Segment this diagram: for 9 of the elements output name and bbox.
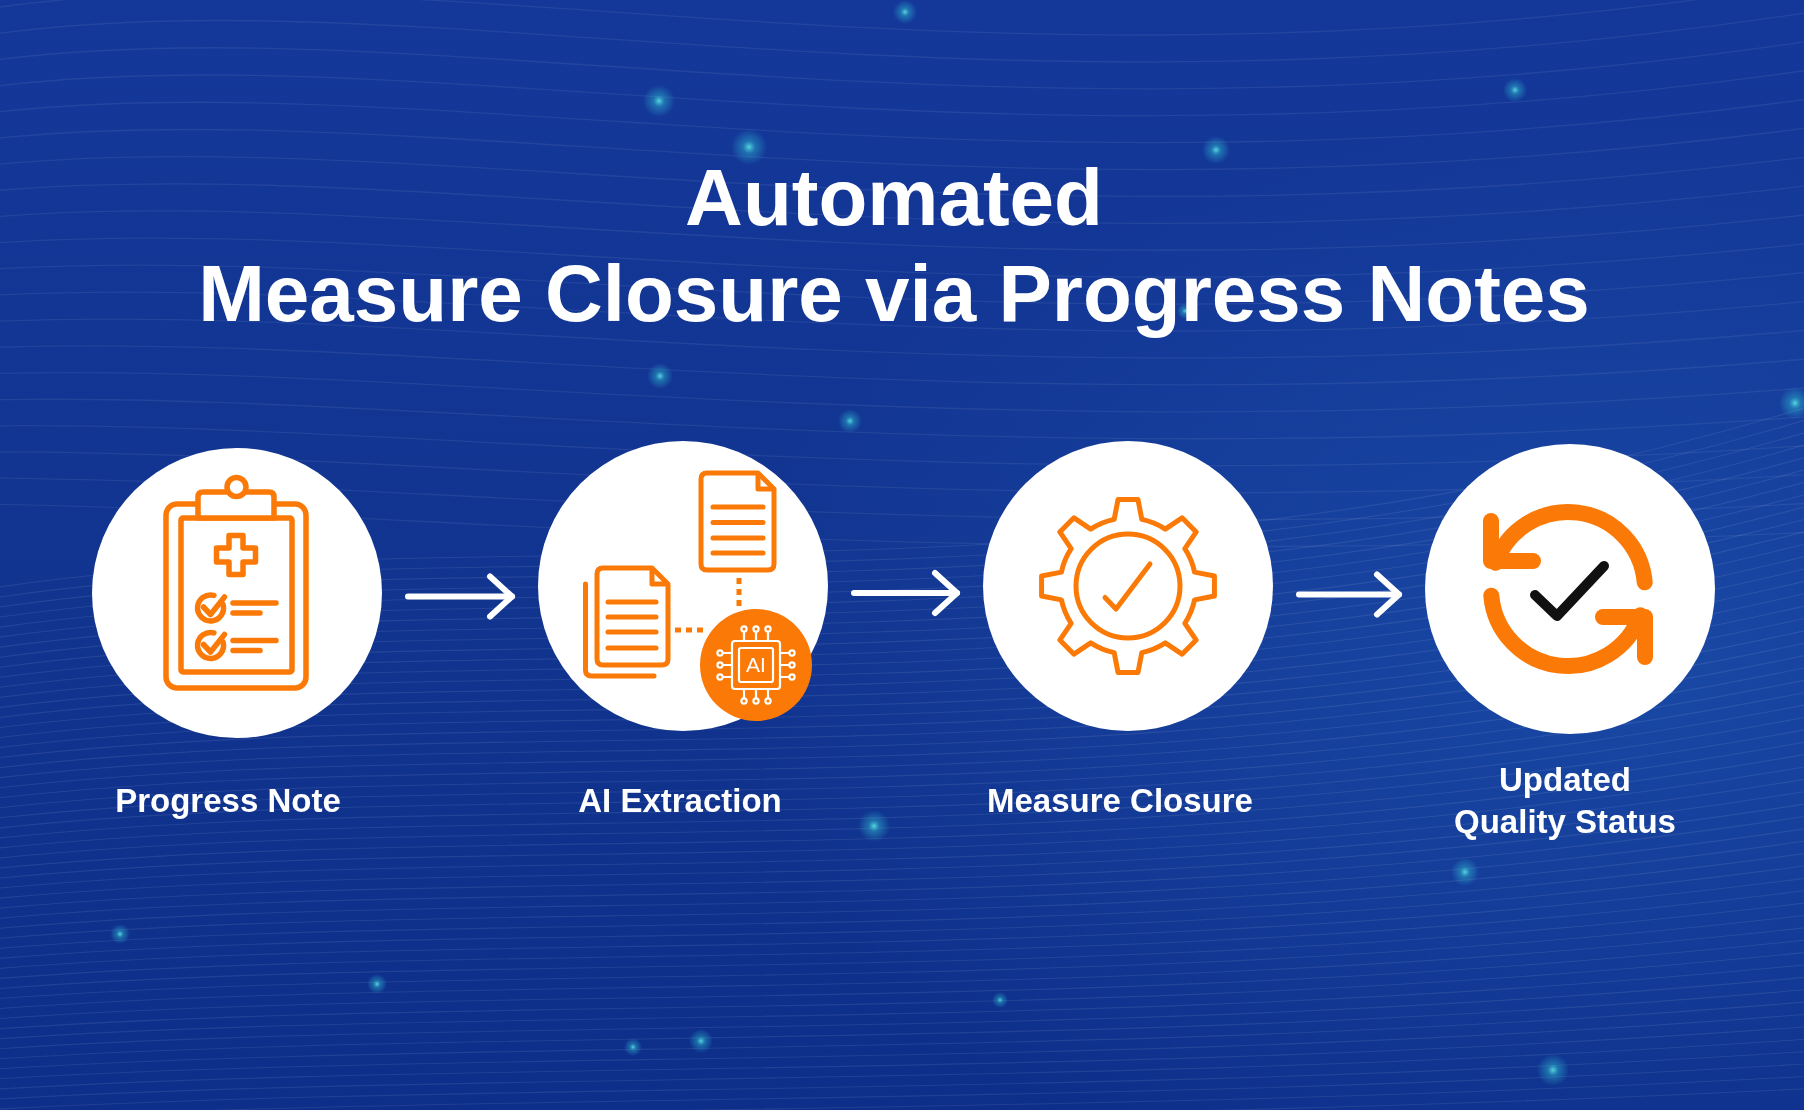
step-label: Progress Note bbox=[114, 781, 342, 821]
arrow bbox=[1296, 571, 1402, 618]
arrow bbox=[405, 573, 515, 620]
step-label: Measure Closure bbox=[986, 781, 1254, 821]
arrow bbox=[851, 570, 960, 616]
diagram-title: Automated Measure Closure via Progress Notes bbox=[197, 152, 1591, 340]
step-label: Updated Quality Status bbox=[1453, 760, 1677, 842]
step-label: AI Extraction bbox=[577, 781, 783, 821]
chip-text: AI bbox=[746, 654, 766, 676]
